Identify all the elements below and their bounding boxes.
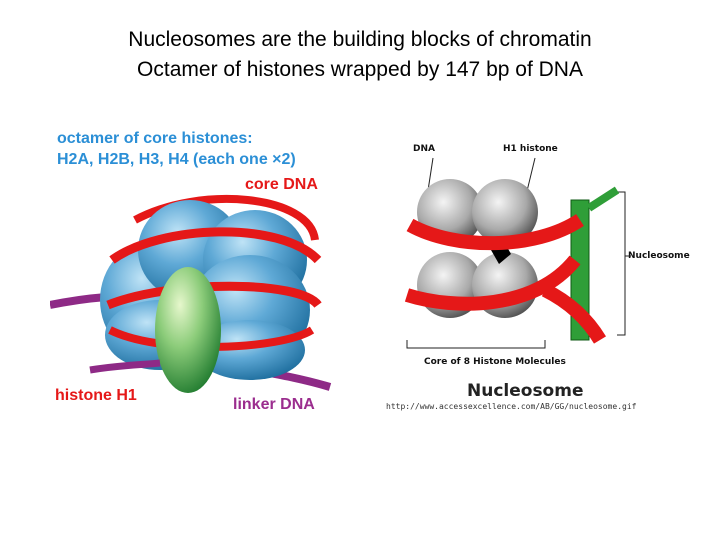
octamer-label: octamer of core histones: — [57, 130, 253, 148]
slide-title-line-2: Octamer of histones wrapped by 147 bp of… — [0, 58, 720, 82]
core-bracket — [407, 340, 545, 348]
source-url: http://www.accessexcellence.com/AB/GG/nu… — [386, 402, 636, 411]
h1-histone-arm — [589, 190, 617, 208]
slide-title-line-1: Nucleosomes are the building blocks of c… — [0, 28, 720, 52]
nucleosome-caption: Nucleosome — [467, 381, 584, 401]
nucleosome-schematic — [395, 150, 695, 375]
nucleosome-bracket — [617, 192, 625, 335]
histone-h1 — [155, 267, 221, 393]
nucleosome-illustration — [50, 165, 350, 425]
